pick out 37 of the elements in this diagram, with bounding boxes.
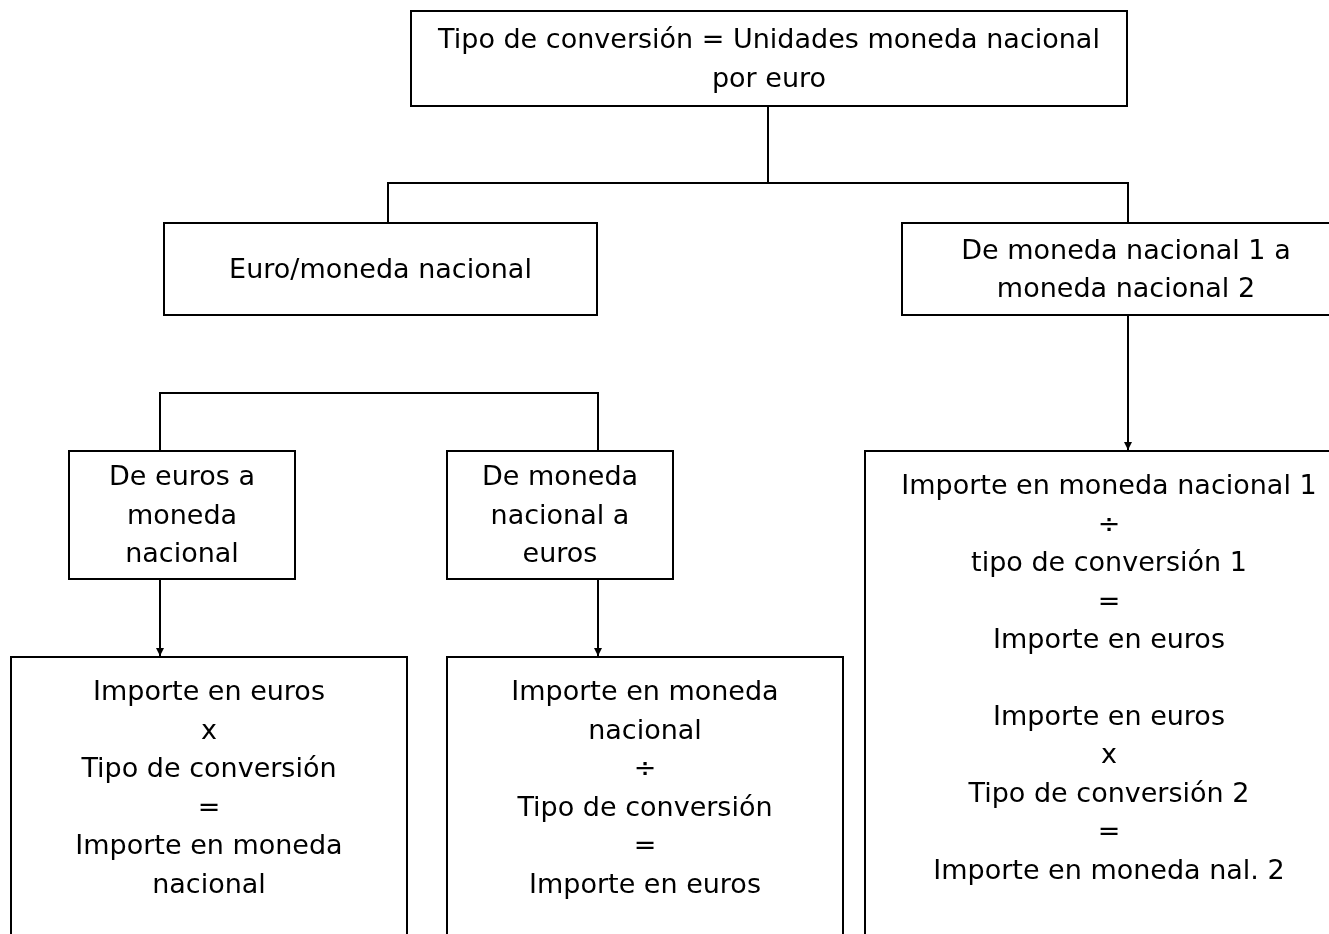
box-text: =: [197, 789, 221, 824]
process-box: [446, 450, 674, 580]
box-text: ÷: [1097, 506, 1121, 541]
process-box: [864, 450, 1329, 934]
box-text: Tipo de conversión 2: [968, 775, 1250, 810]
box-text: Importe en euros: [993, 698, 1225, 733]
box-text: Tipo de conversión: [517, 789, 773, 824]
box-text: =: [633, 828, 657, 862]
box-text: Tipo de conversión = Unidades moneda nacional por euro: [437, 22, 1101, 95]
process-box: [446, 656, 844, 934]
arrow: [1124, 315, 1132, 451]
box-text: Importe en moneda nal. 2: [933, 852, 1285, 887]
box-text: x: [1101, 737, 1117, 771]
box-text: ÷: [633, 751, 657, 785]
box-text: Importe en euros: [993, 622, 1225, 656]
arrow: [594, 579, 602, 657]
process-box: [901, 222, 1329, 316]
process-box: [68, 450, 296, 580]
box-text: Euro/moneda nacional: [229, 251, 532, 286]
box-text: De euros a moneda nacional: [108, 459, 256, 571]
box-text: =: [1097, 583, 1121, 618]
arrow: [156, 579, 164, 657]
process-box: [410, 10, 1128, 107]
box-text: =: [1097, 814, 1121, 848]
box-text: De moneda nacional 1 a moneda nacional 2: [960, 232, 1292, 305]
box-text: Importe en moneda nacional 1: [901, 468, 1317, 502]
box-text: Importe en euros: [529, 866, 761, 901]
process-box: [10, 656, 408, 934]
box-text: Tipo de conversión: [81, 751, 337, 785]
connector-line: [159, 392, 599, 451]
box-text: tipo de conversión 1: [971, 545, 1247, 579]
process-box: [163, 222, 598, 316]
box-text: Importe en euros: [93, 674, 325, 708]
box-text: Importe en moneda nacional: [510, 674, 780, 747]
box-text: x: [201, 712, 217, 747]
box-text: Importe en moneda nacional: [74, 828, 344, 901]
box-text: De moneda nacional a euros: [480, 459, 640, 571]
